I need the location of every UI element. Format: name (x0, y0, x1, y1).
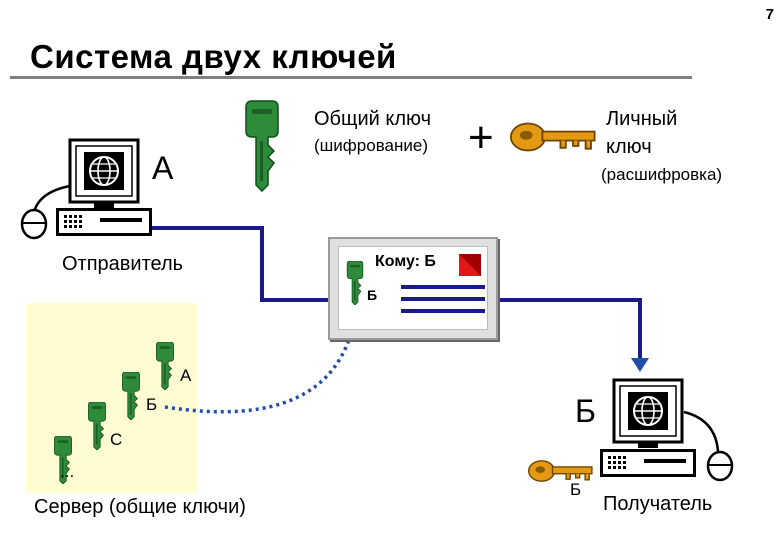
message-envelope: Кому: Б Б (328, 237, 498, 340)
receiver-label: Получатель (603, 493, 713, 515)
sender-label: Отправитель (62, 253, 184, 275)
receiver-cable (683, 410, 720, 453)
server-key-a-icon (154, 342, 176, 390)
server-panel (26, 303, 198, 493)
server-key-more-label: ... (60, 462, 75, 481)
receiver-mouse-icon (706, 450, 734, 482)
server-label: Сервер (общие ключи) (34, 496, 246, 518)
sender-monitor-icon (68, 138, 140, 208)
title-divider (10, 76, 692, 79)
receiver-key-label: Б (570, 480, 582, 499)
public-key-icon (242, 100, 282, 192)
public-key-label: Общий ключ (314, 108, 431, 130)
envelope-stamp (459, 254, 481, 276)
envelope-to-receiver-wire (496, 298, 642, 358)
envelope-key-label: Б (367, 287, 378, 303)
server-key-c-label: С (110, 430, 123, 449)
envelope-paper: Кому: Б Б (338, 246, 488, 330)
receiver-arrowhead (631, 358, 649, 372)
envelope-text-line (401, 309, 485, 313)
public-key-sublabel: (шифрование) (314, 136, 428, 155)
receiver-private-key-icon (528, 457, 596, 485)
private-key-label-line1: Личный (606, 108, 678, 130)
server-key-a-label: А (180, 366, 192, 385)
server-key-b-label: Б (146, 395, 158, 414)
private-key-sublabel: (расшифровка) (601, 165, 723, 184)
server-key-c-icon (86, 402, 108, 450)
sender-computer-base-icon (56, 208, 152, 236)
server-key-b-icon (120, 372, 142, 420)
receiver-letter: Б (575, 393, 596, 429)
sender-letter: А (152, 150, 174, 186)
page-number: 7 (765, 6, 774, 23)
sender-mouse-icon (20, 208, 48, 240)
envelope-text-line (401, 285, 485, 289)
private-key-label-line2: ключ (606, 136, 652, 158)
private-key-icon (510, 118, 600, 156)
receiver-monitor-icon (612, 378, 684, 448)
receiver-computer-base-icon (600, 449, 696, 477)
plus-sign: + (468, 113, 494, 162)
page-title: Система двух ключей (30, 38, 397, 75)
key-lookup-dotted-arrow (164, 329, 354, 414)
envelope-recipient: Кому: Б (375, 253, 436, 270)
envelope-key-icon (345, 261, 365, 305)
envelope-text-line (401, 297, 485, 301)
